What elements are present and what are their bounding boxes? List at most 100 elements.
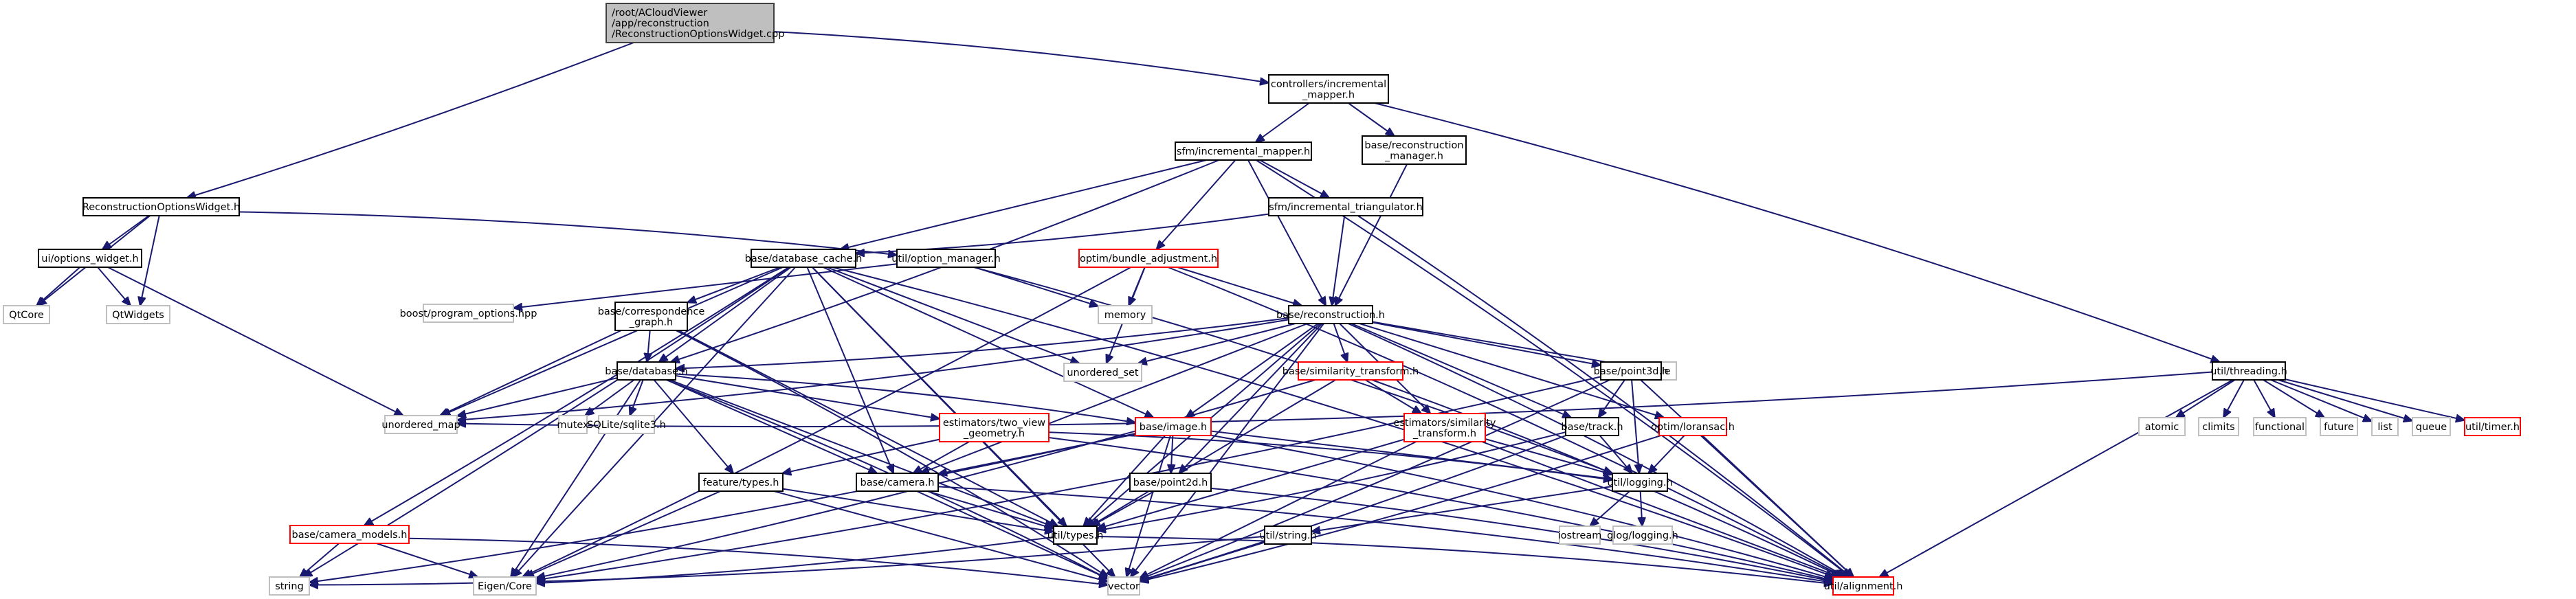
node-corr-graph[interactable]: base/correspondence_graph.h <box>598 302 705 331</box>
node-align[interactable]: util/alignment.h <box>1824 576 1903 596</box>
edge-logging-to-glog <box>1641 490 1643 526</box>
node-database[interactable]: base/database.h <box>605 361 688 381</box>
edge-image-to-logging <box>1210 430 1612 479</box>
edge-database-to-two_view <box>675 374 940 419</box>
edge-camera-to-align <box>937 486 1833 583</box>
edge-loransac-to-vector <box>1140 435 1661 582</box>
node-track[interactable]: base/track.h <box>1561 417 1623 436</box>
edge-point3d-to-track <box>1599 379 1625 418</box>
node-box <box>1098 305 1153 324</box>
edge-recon-to-tuple <box>1372 321 1639 368</box>
node-label: estimators/two_view <box>943 418 1045 429</box>
node-point3d[interactable]: base/point3d.h <box>1594 361 1669 381</box>
node-label: /root/ACloudViewer <box>612 8 707 19</box>
edge-root-to-ctrl_mapper <box>773 31 1269 82</box>
edge-sim_tf-to-est_sim <box>1365 379 1421 414</box>
node-box <box>289 525 410 544</box>
node-recon-manager[interactable]: base/reconstruction_manager.h <box>1362 135 1467 165</box>
edge-cam_models-to-string <box>300 543 340 577</box>
node-umap: unordered_map <box>381 415 460 434</box>
node-box <box>82 197 240 216</box>
node-label: util/logging.h <box>1607 477 1672 488</box>
node-timer[interactable]: util/timer.h <box>2464 417 2521 436</box>
node-feat-types[interactable]: feature/types.h <box>698 473 784 492</box>
edge-corr_graph-to-umap <box>440 330 622 416</box>
edge-image-to-string <box>309 432 1136 583</box>
node-label: queue <box>2416 422 2447 433</box>
node-recon[interactable]: base/reconstruction.h <box>1276 305 1385 324</box>
edge-image-to-types <box>1083 435 1166 526</box>
node-box <box>2412 417 2451 436</box>
node-root[interactable]: /root/ACloudViewer/app/reconstruction/Re… <box>606 3 784 43</box>
node-sqlite: SQLite/sqlite3.h <box>587 415 666 434</box>
node-label: _transform.h <box>1412 428 1476 439</box>
node-sfm-tri[interactable]: sfm/incremental_triangulator.h <box>1268 197 1423 216</box>
node-box <box>3 305 50 324</box>
node-est-sim[interactable]: estimators/similarity_transform.h <box>1393 413 1496 442</box>
node-label: string <box>275 581 304 592</box>
node-label: atomic <box>2145 422 2179 433</box>
edge-est_sim-to-vector <box>1140 441 1417 578</box>
edge-est_sim-to-logging <box>1485 438 1612 475</box>
node-label: future <box>2324 422 2354 433</box>
edge-logging-to-iostream <box>1590 490 1630 526</box>
node-label: base/database.h <box>605 366 687 377</box>
node-label: iostream <box>1558 530 1602 541</box>
edge-cam_models-to-eigen <box>376 543 478 577</box>
edge-image-to-point2d <box>1171 435 1173 473</box>
node-camera[interactable]: base/camera.h <box>856 473 939 492</box>
node-label: base/camera_models.h <box>292 530 408 541</box>
node-label: SQLite/sqlite3.h <box>587 420 666 431</box>
node-label: mutex <box>557 420 589 431</box>
node-label: base/point2d.h <box>1133 477 1208 488</box>
node-label: QtWidgets <box>112 310 164 321</box>
edge-recon-to-track <box>1351 323 1571 418</box>
edge-recon-to-align <box>1348 323 1846 577</box>
node-logging[interactable]: util/logging.h <box>1607 473 1673 492</box>
node-label: base/database_cache.h <box>745 253 863 264</box>
node-sfm-mapper[interactable]: sfm/incremental_mapper.h <box>1175 142 1312 161</box>
node-label: util/option_manager.h <box>891 253 1001 264</box>
node-cam-models[interactable]: base/camera_models.h <box>289 525 410 544</box>
node-label: sfm/incremental_triangulator.h <box>1269 202 1423 213</box>
edge-loransac-to-align <box>1702 435 1854 577</box>
node-functional: functional <box>2253 417 2307 436</box>
node-point2d[interactable]: base/point2d.h <box>1129 473 1212 492</box>
node-label: unordered_map <box>381 420 460 431</box>
node-label: _geometry.h <box>963 428 1025 439</box>
node-ctrl-mapper[interactable]: controllers/incremental_mapper.h <box>1268 74 1389 104</box>
node-label: estimators/similarity <box>1393 418 1496 429</box>
edge-opt_mgr-to-boost_po <box>513 263 898 308</box>
node-box <box>2320 417 2358 436</box>
node-box <box>2464 417 2521 436</box>
node-threading[interactable]: util/threading.h <box>2210 361 2287 381</box>
node-types[interactable]: util/types.h <box>1047 525 1104 545</box>
edge-recon-to-sim_tf <box>1333 323 1348 362</box>
node-opt-mgr[interactable]: util/option_manager.h <box>891 249 1001 268</box>
edge-db_cache-to-uset <box>826 267 1079 363</box>
node-loransac[interactable]: optim/loransac.h <box>1651 417 1735 436</box>
node-label: unordered_set <box>1067 368 1139 378</box>
node-sim-tf[interactable]: base/similarity_transform.h <box>1283 361 1419 381</box>
node-label: boost/program_options.hpp <box>400 308 537 319</box>
edge-threading-to-climits <box>2223 379 2245 418</box>
node-row-h[interactable]: ReconstructionOptionsWidget.h <box>82 197 240 216</box>
node-label: /ReconstructionOptionsWidget.cpp <box>612 29 784 40</box>
edge-database-to-sqlite <box>630 379 644 416</box>
node-label: util/threading.h <box>2210 366 2287 377</box>
edge-db_cache-to-camera <box>806 267 893 473</box>
node-two-view[interactable]: estimators/two_view_geometry.h <box>939 413 1050 442</box>
node-label: base/track.h <box>1561 422 1623 433</box>
node-box <box>1565 417 1619 436</box>
edge-sfm_tri-to-align <box>1357 215 1852 577</box>
node-image[interactable]: base/image.h <box>1135 417 1212 436</box>
edge-db_cache-to-corr_graph <box>687 267 781 302</box>
node-box <box>1268 197 1423 216</box>
node-box <box>2212 361 2286 381</box>
node-bundle[interactable]: optim/bundle_adjustment.h <box>1078 249 1219 268</box>
node-ustring[interactable]: util/string.h <box>1259 525 1317 545</box>
node-ui-opt[interactable]: ui/options_widget.h <box>38 249 142 268</box>
node-db-cache[interactable]: base/database_cache.h <box>745 249 863 268</box>
node-label: base/reconstruction.h <box>1276 310 1385 321</box>
